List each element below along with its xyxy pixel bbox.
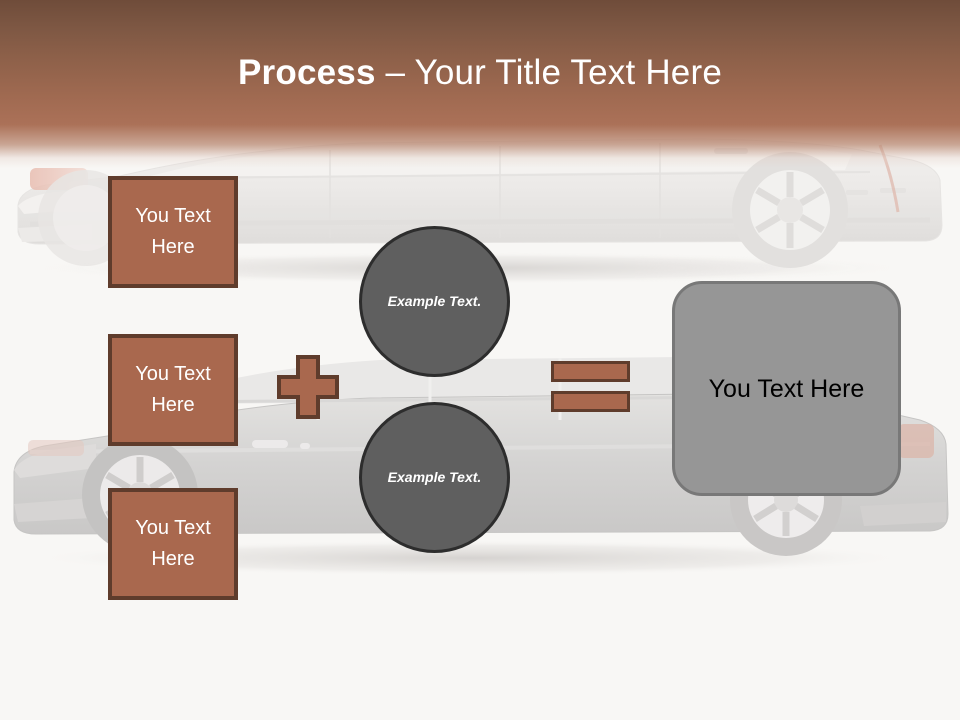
result-box[interactable]: You Text Here bbox=[672, 281, 901, 496]
example-circle-2-label: Example Text. bbox=[387, 469, 482, 485]
equals-icon bbox=[551, 361, 630, 412]
plus-icon bbox=[277, 355, 339, 419]
equals-bar-top bbox=[551, 361, 630, 382]
page-title-strong: Process bbox=[238, 53, 376, 92]
step-box-3-label: You Text Here bbox=[135, 517, 211, 570]
example-circle-2[interactable]: Example Text. bbox=[359, 402, 510, 553]
step-box-1-label: You Text Here bbox=[135, 205, 211, 258]
page-title-rest: – Your Title Text Here bbox=[375, 53, 722, 92]
equals-bar-bottom bbox=[551, 391, 630, 412]
example-circle-1-label: Example Text. bbox=[387, 293, 482, 309]
page-title: Process – Your Title Text Here bbox=[0, 50, 960, 95]
example-circle-1[interactable]: Example Text. bbox=[359, 226, 510, 377]
step-box-2[interactable]: You Text Here bbox=[108, 334, 238, 446]
result-box-label: You Text Here bbox=[708, 374, 865, 403]
step-box-1[interactable]: You Text Here bbox=[108, 176, 238, 288]
step-box-3[interactable]: You Text Here bbox=[108, 488, 238, 600]
step-box-2-label: You Text Here bbox=[135, 363, 211, 416]
